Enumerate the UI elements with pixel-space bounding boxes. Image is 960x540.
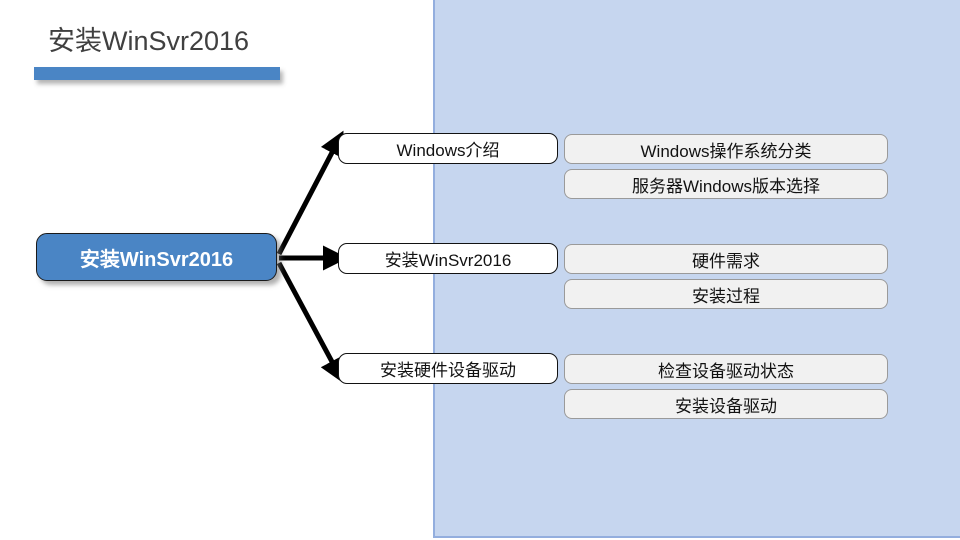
- leaf-node-installation-process[interactable]: 安装过程: [564, 279, 888, 309]
- leaf-node-install-device-driver[interactable]: 安装设备驱动: [564, 389, 888, 419]
- leaf-node-label: 服务器Windows版本选择: [632, 176, 820, 196]
- branch-node-label: 安装WinSvr2016: [384, 251, 512, 270]
- leaf-node-label: Windows操作系统分类: [640, 141, 812, 161]
- leaf-node-hardware-requirements[interactable]: 硬件需求: [564, 244, 888, 274]
- slide-title: 安装WinSvr2016: [48, 26, 250, 56]
- leaf-node-label: 检查设备驱动状态: [658, 361, 794, 381]
- branch-node-install-winsvr2016[interactable]: 安装WinSvr2016: [338, 243, 558, 274]
- branch-node-install-device-drivers[interactable]: 安装硬件设备驱动: [338, 353, 558, 384]
- leaf-node-server-windows-edition-choice[interactable]: 服务器Windows版本选择: [564, 169, 888, 199]
- leaf-node-label: 硬件需求: [692, 251, 760, 271]
- connector-arrow-2: [276, 261, 344, 384]
- connector-arrow-0: [276, 130, 344, 256]
- leaf-node-check-driver-status[interactable]: 检查设备驱动状态: [564, 354, 888, 384]
- branch-node-windows-intro[interactable]: Windows介绍: [338, 133, 558, 164]
- root-node[interactable]: 安装WinSvr2016: [36, 233, 277, 281]
- leaf-node-label: 安装过程: [692, 286, 760, 306]
- branch-node-label: Windows介绍: [396, 141, 500, 160]
- root-node-label: 安装WinSvr2016: [79, 248, 234, 271]
- leaf-node-windows-os-categories[interactable]: Windows操作系统分类: [564, 134, 888, 164]
- branch-node-label: 安装硬件设备驱动: [380, 361, 516, 380]
- title-underline-bar: [34, 67, 280, 80]
- leaf-node-label: 安装设备驱动: [675, 396, 777, 416]
